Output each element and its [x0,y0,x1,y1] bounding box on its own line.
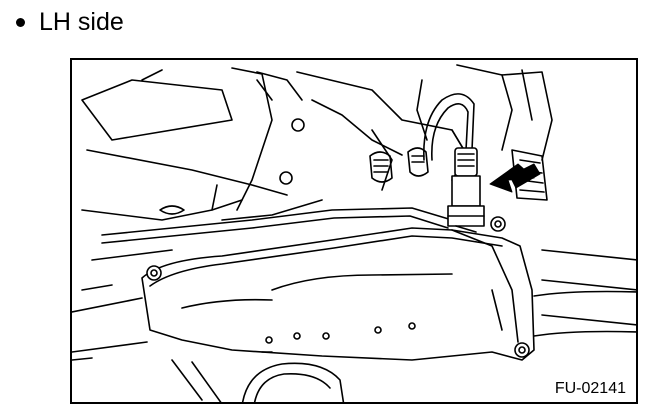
illustration-figure: FU-02141 [70,58,638,404]
exhaust-illustration [72,64,636,402]
section-heading: LH side [10,2,124,42]
oxygen-sensor-icon [423,93,485,233]
exhaust-pipe-right [533,290,636,337]
arrow-pointer-icon [489,163,541,193]
figure-code-label: FU-02141 [552,380,628,398]
heading-text: LH side [39,7,124,36]
lower-component [171,359,345,402]
catalytic-converter [141,227,535,361]
bullet-icon [16,17,25,27]
pipe-clamp [369,147,429,183]
exhaust-pipe-left [72,297,148,361]
